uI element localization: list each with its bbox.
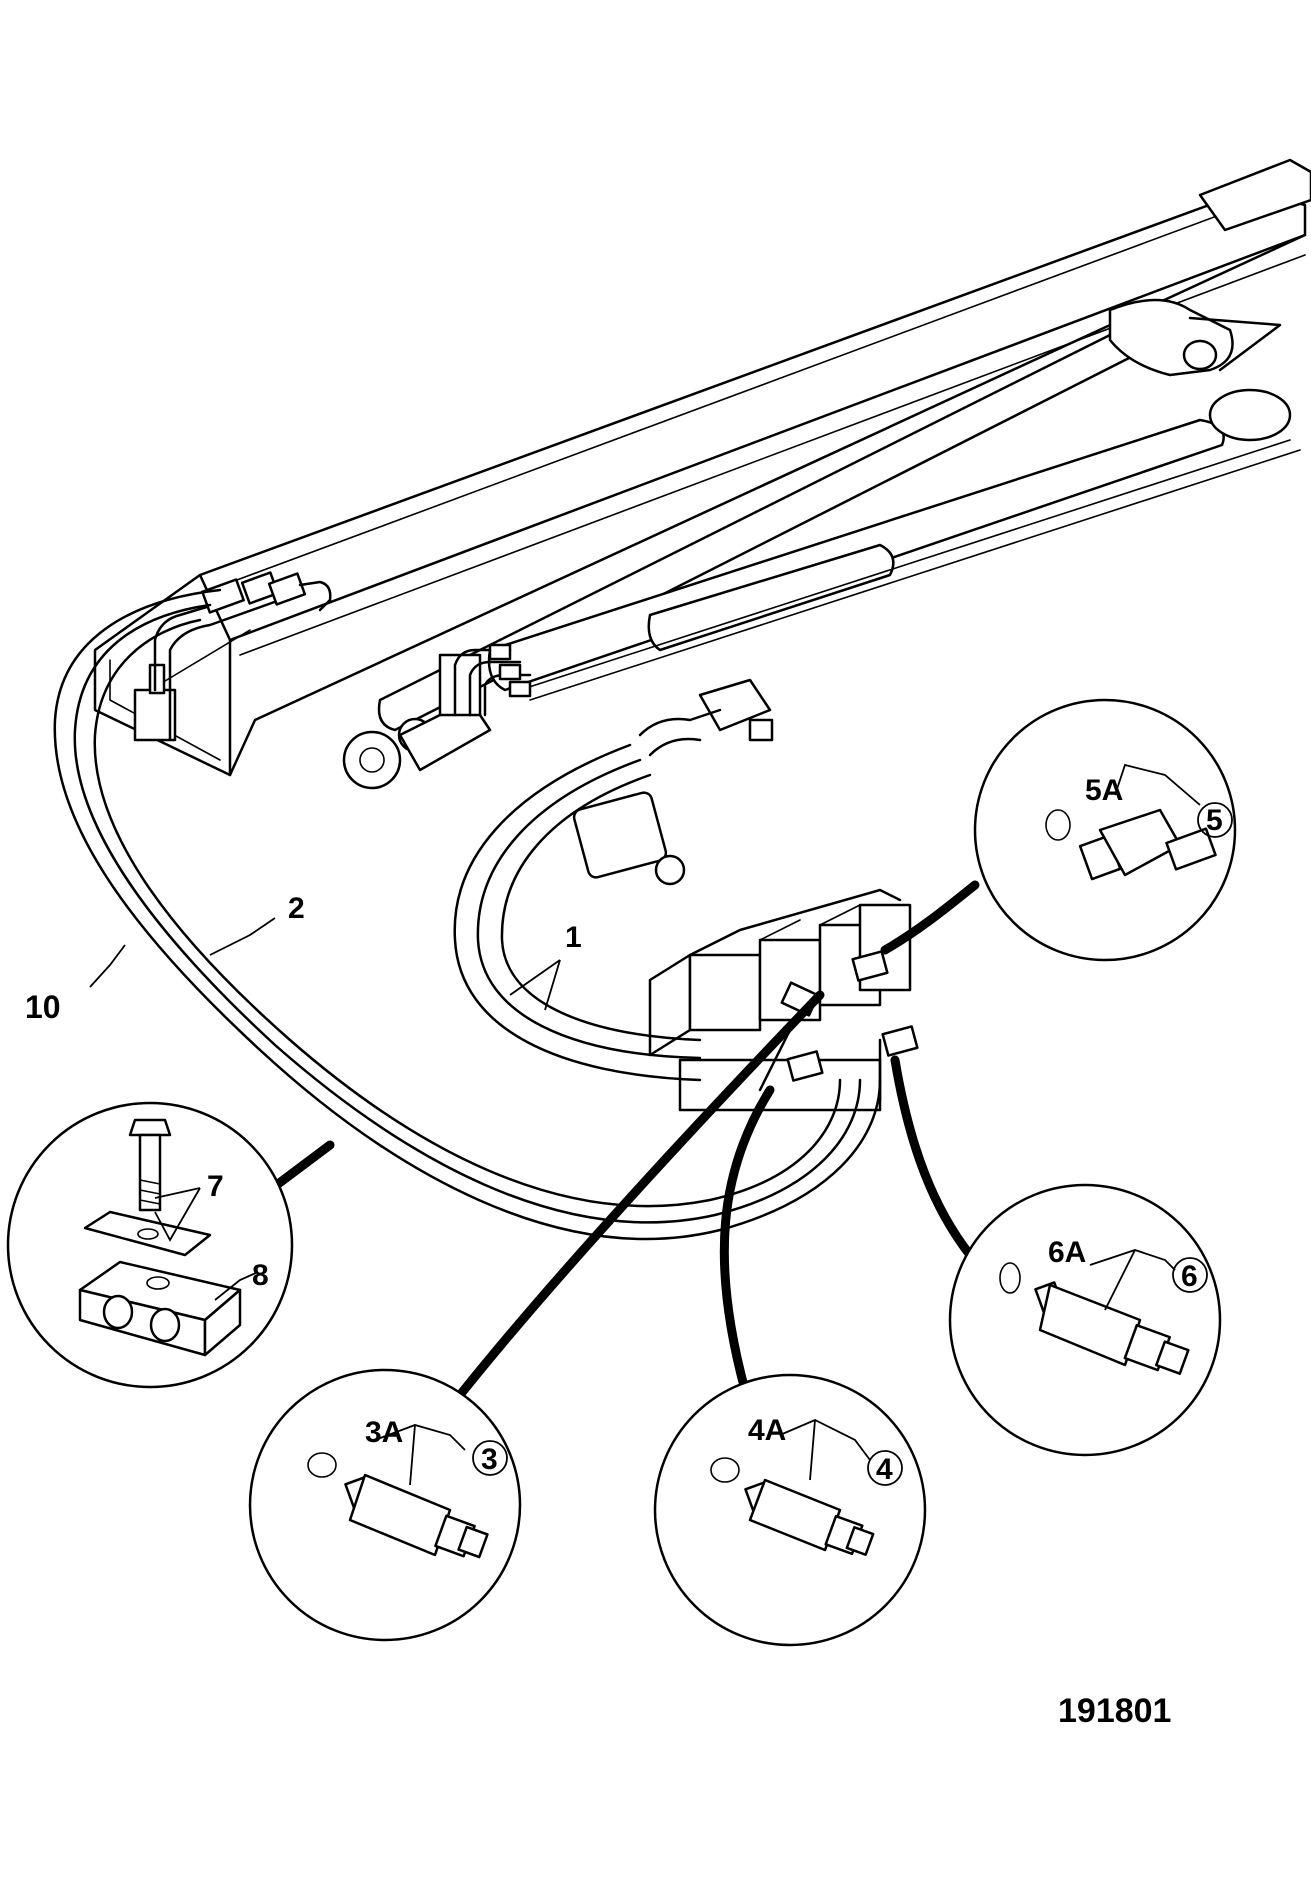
label-4a: 4A (748, 1414, 786, 1447)
hydraulic-cylinders (342, 298, 1301, 790)
label-8: 8 (252, 1259, 269, 1292)
plate-7 (83, 1210, 212, 1257)
label-6a: 6A (1048, 1236, 1086, 1269)
callout-labels: 1 2 10 7 8 5A 5 6A 6 3A 3 4A 4 191801 (25, 774, 1223, 1730)
label-6: 6 (1181, 1260, 1198, 1293)
detail-circle-5 (973, 698, 1237, 962)
label-1: 1 (565, 921, 582, 954)
figure-code: 191801 (1058, 1692, 1171, 1730)
label-2: 2 (288, 892, 305, 925)
detail-circle-6 (948, 1183, 1222, 1457)
leader-lines (265, 880, 980, 1400)
fitting-5 (1078, 808, 1217, 881)
fitting-4 (744, 1478, 875, 1557)
control-valve-block (648, 888, 912, 1112)
label-pointers (89, 917, 561, 1011)
pipe-manifold (133, 571, 532, 772)
label-5a: 5A (1085, 774, 1123, 807)
bolt-7 (128, 1118, 172, 1212)
detail-circle-3 (248, 1368, 522, 1642)
label-7: 7 (207, 1170, 224, 1203)
detail-circle-7-8 (6, 1101, 294, 1389)
label-3: 3 (481, 1443, 498, 1476)
detail-circle-4 (653, 1373, 927, 1647)
hose-end-valve (572, 678, 774, 886)
label-4: 4 (876, 1453, 893, 1486)
label-3a: 3A (365, 1416, 403, 1449)
fitting-6 (1034, 1281, 1190, 1375)
clamp-block-8 (78, 1260, 242, 1357)
label-5: 5 (1206, 804, 1223, 837)
fitting-3 (344, 1473, 489, 1559)
label-10: 10 (25, 989, 61, 1025)
hoses (53, 588, 882, 1241)
